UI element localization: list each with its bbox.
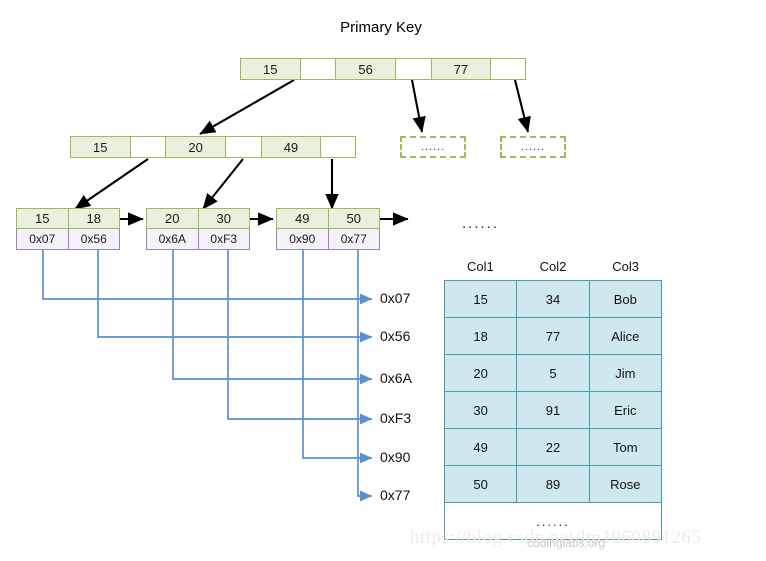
leaf-2-key-row: 20 30: [146, 208, 250, 229]
page-title: Primary Key: [0, 19, 766, 36]
edge-internal-to-leaf-1: [74, 158, 149, 210]
table-cell-r5-c0: 50: [445, 466, 518, 502]
table-cell-r5-c2: Rose: [589, 466, 661, 502]
page-title-text: Primary Key: [340, 19, 422, 36]
table-cell-r4-c1: 22: [517, 429, 590, 465]
table-row[interactable]: 49 22 Tom: [445, 429, 661, 466]
address-label-0x56: 0x56: [380, 328, 411, 344]
data-table: Col1 Col2 Col3 15 34 Bob 18 77 Alice 20 …: [444, 252, 662, 540]
table-header-col2: Col2: [539, 258, 567, 274]
table-cell-r1-c1: 77: [517, 318, 590, 354]
leaf-1-key-row: 15 18: [16, 208, 120, 229]
table-header-row: Col1 Col2 Col3: [444, 252, 662, 280]
internal-pointer-1[interactable]: [225, 137, 262, 157]
index-node-root[interactable]: 15 56 77: [240, 58, 526, 80]
edge-internal-to-leaf-2: [202, 158, 244, 210]
internal-key-1[interactable]: 20: [166, 137, 226, 157]
watermark-codinglabs: codinglabs.org: [527, 536, 606, 550]
table-row[interactable]: 50 89 Rose: [445, 466, 661, 503]
leaf-2-pointer-0[interactable]: 0x6A: [147, 229, 199, 249]
address-label-0x6A: 0x6A: [380, 370, 412, 386]
leaf-3-key-0[interactable]: 49: [277, 209, 329, 228]
table-cell-r0-c0: 15: [445, 281, 518, 317]
table-cell-r1-c0: 18: [445, 318, 518, 354]
root-key-1[interactable]: 56: [336, 59, 396, 79]
root-pointer-0[interactable]: [300, 59, 337, 79]
placeholder-node-1: ......: [400, 136, 466, 158]
leaf-1-pointer-0[interactable]: 0x07: [17, 229, 69, 249]
leaf-3-pointer-0[interactable]: 0x90: [277, 229, 329, 249]
edge-root-to-placeholder-1: [410, 79, 426, 133]
table-row[interactable]: 20 5 Jim: [445, 355, 661, 392]
leaf-1-key-0[interactable]: 15: [17, 209, 69, 228]
leaf-node-1[interactable]: 15 18 0x07 0x56: [16, 208, 120, 250]
leaf-2-pointer-row: 0x6A 0xF3: [146, 229, 250, 250]
table-cell-r2-c2: Jim: [589, 355, 661, 391]
table-cell-r0-c2: Bob: [589, 281, 661, 317]
leaf-3-pointer-1[interactable]: 0x77: [328, 229, 379, 249]
table-row[interactable]: 30 91 Eric: [445, 392, 661, 429]
table-cell-r1-c2: Alice: [589, 318, 661, 354]
root-key-0[interactable]: 15: [241, 59, 301, 79]
table-cell-r2-c0: 20: [445, 355, 518, 391]
table-cell-r3-c2: Eric: [589, 392, 661, 428]
placeholder-node-2: ......: [500, 136, 566, 158]
table-row-ellipsis: ......: [445, 503, 661, 540]
root-pointer-1[interactable]: [395, 59, 432, 79]
table-cell-r4-c2: Tom: [589, 429, 661, 465]
table-top-ellipsis: ......: [462, 215, 500, 232]
internal-pointer-0[interactable]: [130, 137, 167, 157]
table-cell-r0-c1: 34: [517, 281, 590, 317]
leaf-node-2[interactable]: 20 30 0x6A 0xF3: [146, 208, 250, 250]
address-label-0x07: 0x07: [380, 290, 411, 306]
leaf-1-key-1[interactable]: 18: [68, 209, 119, 228]
table-cell-r4-c0: 49: [445, 429, 518, 465]
edge-root-to-placeholder-2: [513, 79, 531, 133]
root-key-2[interactable]: 77: [431, 59, 492, 79]
table-row[interactable]: 15 34 Bob: [445, 281, 661, 318]
pointer-wires: [42, 249, 373, 502]
table-body: 15 34 Bob 18 77 Alice 20 5 Jim 30 91 Eri…: [444, 280, 662, 540]
edge-root-to-internal: [199, 79, 295, 135]
leaf-2-key-1[interactable]: 30: [198, 209, 249, 228]
internal-key-2[interactable]: 49: [261, 137, 322, 157]
leaf-1-pointer-row: 0x07 0x56: [16, 229, 120, 250]
table-cell-r3-c1: 91: [517, 392, 590, 428]
table-ellipsis-cell: ......: [445, 503, 661, 539]
root-pointer-2[interactable]: [491, 59, 525, 79]
table-header-col1: Col1: [466, 258, 494, 274]
table-cell-r2-c1: 5: [517, 355, 590, 391]
internal-key-0[interactable]: 15: [71, 137, 131, 157]
table-row[interactable]: 18 77 Alice: [445, 318, 661, 355]
leaf-node-3[interactable]: 49 50 0x90 0x77: [276, 208, 380, 250]
table-cell-r5-c1: 89: [517, 466, 590, 502]
leaf-1-pointer-1[interactable]: 0x56: [68, 229, 119, 249]
address-label-0x77: 0x77: [380, 487, 411, 503]
table-header-col3: Col3: [612, 258, 640, 274]
address-label-0xF3: 0xF3: [380, 410, 412, 426]
leaf-3-key-row: 49 50: [276, 208, 380, 229]
watermark-csdn: https://blog.csdn.net/lm1060891265: [410, 527, 702, 548]
leaf-3-pointer-row: 0x90 0x77: [276, 229, 380, 250]
address-label-0x90: 0x90: [380, 449, 411, 465]
leaf-2-pointer-1[interactable]: 0xF3: [198, 229, 249, 249]
index-node-internal[interactable]: 15 20 49: [70, 136, 356, 158]
internal-pointer-2[interactable]: [321, 137, 355, 157]
table-cell-r3-c0: 30: [445, 392, 518, 428]
leaf-2-key-0[interactable]: 20: [147, 209, 199, 228]
leaf-3-key-1[interactable]: 50: [328, 209, 379, 228]
